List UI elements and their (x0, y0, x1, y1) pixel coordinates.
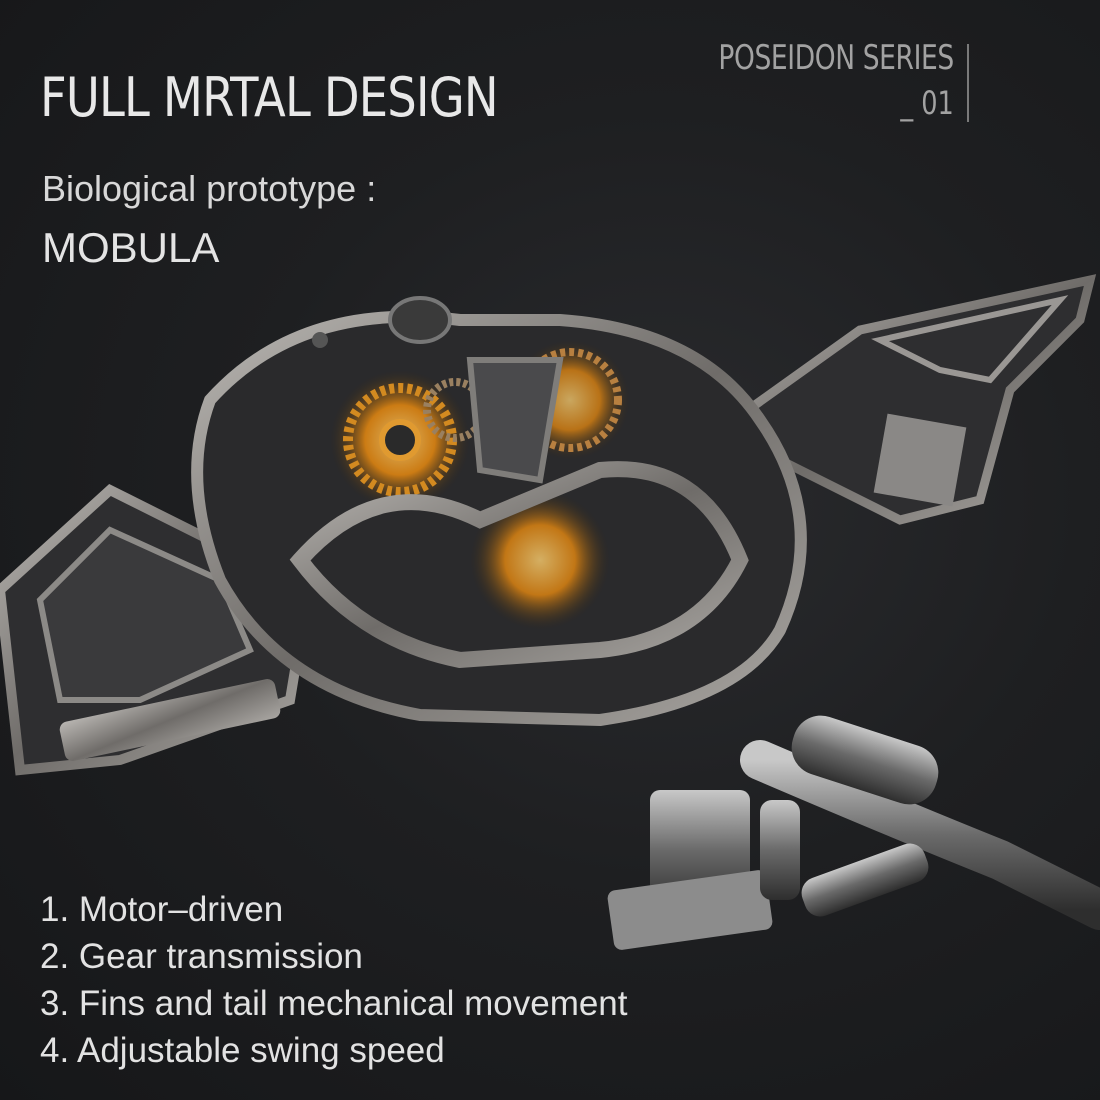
tail-assembly (607, 715, 1100, 950)
feature-item: 2. Gear transmission (40, 937, 363, 976)
series-divider (967, 44, 969, 122)
body-frame (191, 296, 807, 727)
series-number: _ 01 (900, 84, 954, 122)
feature-item: 3. Fins and tail mechanical movement (40, 984, 628, 1023)
series-name: POSEIDON SERIES (718, 38, 955, 78)
series-label: POSEIDON SERIES _ 01 (652, 38, 955, 122)
mechanical-ray-illustration (0, 274, 1100, 950)
feature-item: 4. Adjustable swing speed (40, 1031, 445, 1070)
prototype-label: Biological prototype : (42, 168, 377, 209)
prototype-value: MOBULA (42, 224, 220, 271)
headline: FULL MRTAL DESIGN (40, 66, 499, 129)
feature-item: 1. Motor–driven (40, 890, 284, 929)
feature-list: 1. Motor–driven 2. Gear transmission 3. … (40, 886, 628, 1074)
